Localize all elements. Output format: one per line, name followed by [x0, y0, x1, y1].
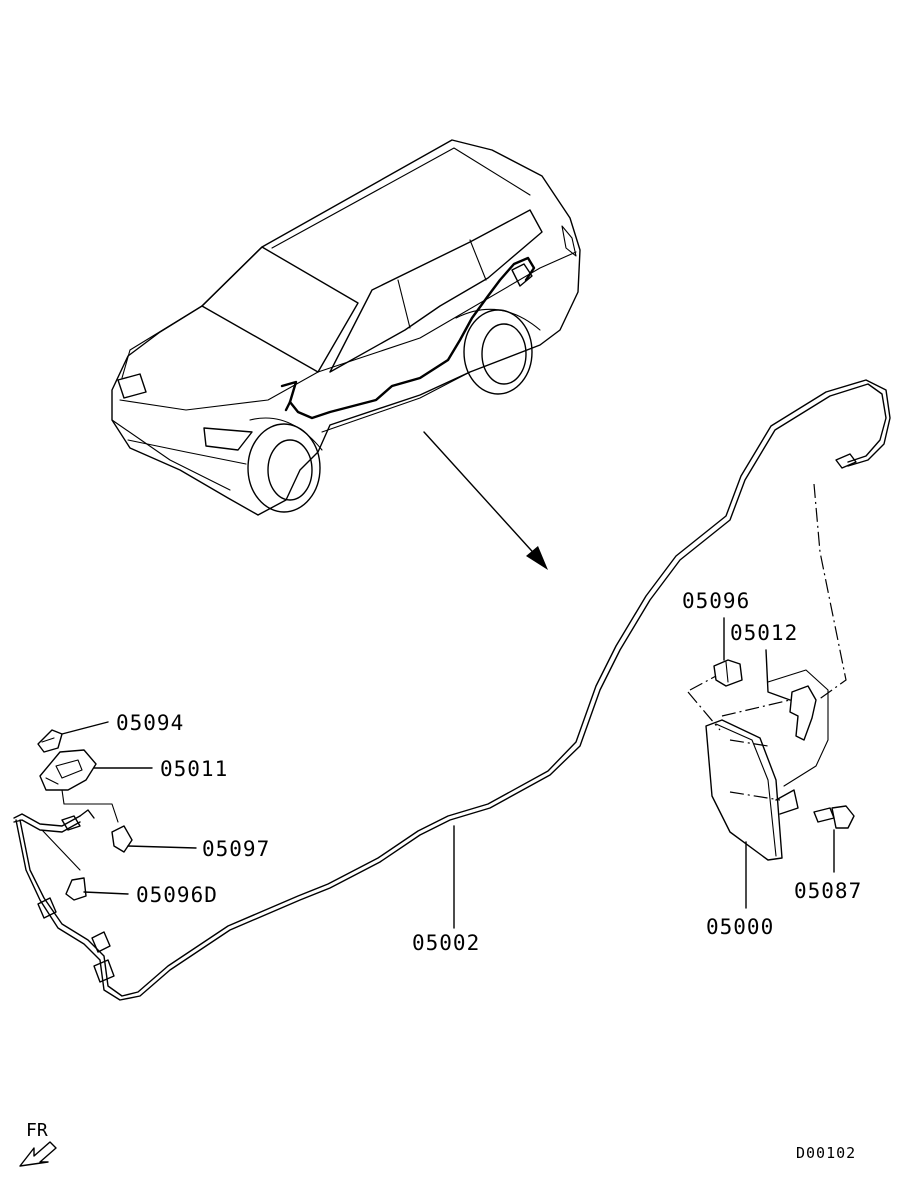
label-05012: 05012	[730, 621, 798, 645]
diagram-code: D00102	[796, 1144, 856, 1162]
front-direction-indicator: FR	[19, 1120, 57, 1167]
label-05096: 05096	[682, 589, 750, 613]
label-05087: 05087	[794, 879, 862, 903]
fuel-lid-housing	[767, 669, 829, 787]
label-05097: 05097	[202, 837, 270, 861]
label-05011: 05011	[160, 757, 228, 781]
opener-cable	[13, 379, 891, 1001]
label-05002: 05002	[412, 931, 480, 955]
fuel-lid-05000	[705, 719, 799, 909]
cable-clip-05096D	[41, 829, 129, 901]
label-05096D: 05096D	[136, 883, 218, 907]
fuel-lid-screw-05087	[813, 805, 855, 873]
fuel-lid-clip-05096	[713, 617, 743, 687]
vehicle-illustration	[111, 139, 581, 516]
label-05000: 05000	[706, 915, 774, 939]
alignment-lines	[687, 483, 847, 801]
front-arrow-icon	[19, 1141, 57, 1167]
fr-label: FR	[26, 1120, 48, 1141]
opener-screw-05097	[61, 789, 197, 853]
label-05094: 05094	[116, 711, 184, 735]
detail-arrow	[423, 431, 548, 570]
opener-handle-05011	[39, 749, 153, 791]
opener-lever-05094	[37, 721, 109, 753]
fuel-lid-lock-05012	[765, 649, 817, 741]
